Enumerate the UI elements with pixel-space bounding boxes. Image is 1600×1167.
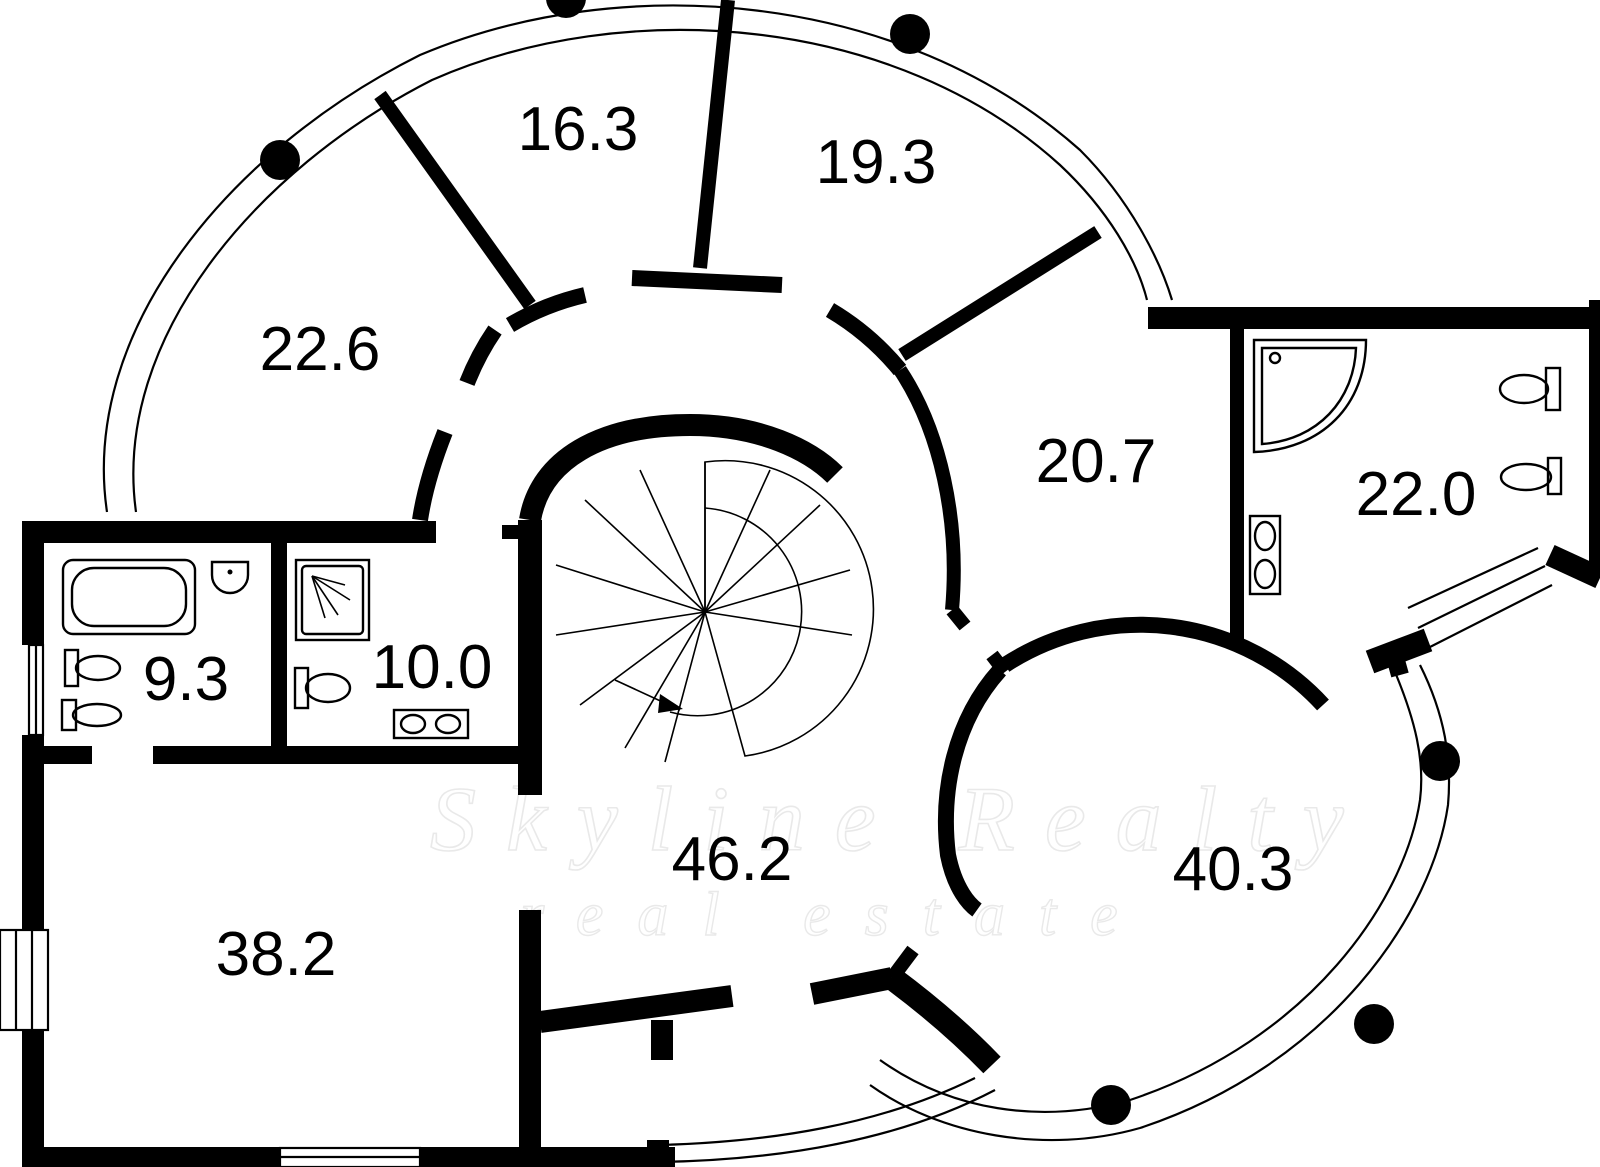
- column-icon: [546, 0, 586, 18]
- column-icon: [890, 14, 930, 54]
- room-label-46-2: 46.2: [672, 825, 793, 894]
- room-label-9-3: 9.3: [143, 645, 229, 714]
- column-icon: [1091, 1085, 1131, 1125]
- bathtub-icon: [61, 558, 197, 636]
- toilet-icon: [63, 648, 122, 688]
- sink-icon: [210, 560, 250, 595]
- watermark: Skyline Realty real estate: [429, 767, 1374, 950]
- sink-icon: [1248, 514, 1282, 596]
- outer-terrace-wall: [102, 4, 1553, 1164]
- shower-icon: [1252, 338, 1368, 454]
- room-labels: 16.3 19.3 22.6 20.7 22.0 9.3 10.0 46.2 4…: [143, 95, 1476, 989]
- sink-icon: [392, 708, 470, 740]
- toilet-icon: [1499, 456, 1563, 496]
- shower-icon: [294, 558, 371, 642]
- room-label-40-3: 40.3: [1173, 835, 1294, 904]
- room-label-22-0: 22.0: [1356, 460, 1477, 529]
- watermark-tagline: real estate: [520, 881, 1152, 949]
- toilet-icon: [1498, 366, 1562, 412]
- toilet-icon: [293, 666, 352, 710]
- room-label-16-3: 16.3: [518, 95, 639, 164]
- room-label-19-3: 19.3: [816, 128, 937, 197]
- column-icon: [260, 140, 300, 180]
- column-icons: [260, 0, 1460, 1125]
- interior-walls: [22, 0, 1600, 1167]
- stair-arrow-icon: [658, 694, 683, 713]
- bathroom-fixtures-middle: [293, 558, 470, 740]
- windows: [0, 643, 422, 1167]
- bathroom-fixtures-left: [60, 558, 250, 732]
- toilet-icon: [60, 698, 123, 732]
- room-label-38-2: 38.2: [216, 920, 337, 989]
- column-icon: [1354, 1004, 1394, 1044]
- room-label-10-0: 10.0: [372, 633, 493, 702]
- bathroom-fixtures-right: [1248, 338, 1563, 596]
- room-label-22-6: 22.6: [260, 315, 381, 384]
- room-label-20-7: 20.7: [1036, 427, 1157, 496]
- spiral-staircase: [555, 459, 875, 763]
- watermark-brand: Skyline Realty: [430, 768, 1374, 870]
- column-icon: [1420, 741, 1460, 781]
